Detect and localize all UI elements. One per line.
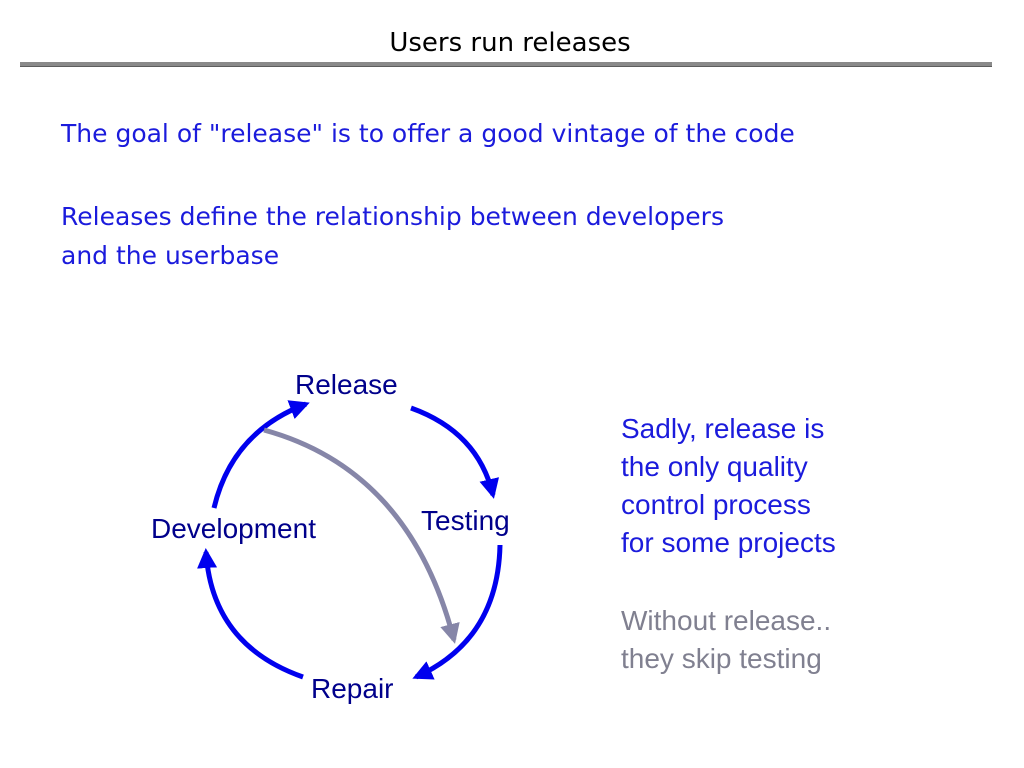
- bullet-relationship-line1: Releases define the relationship between…: [61, 202, 724, 231]
- cycle-label-development: Development: [151, 513, 316, 544]
- arrow-release-to-testing: [410, 405, 500, 499]
- side-note-line4: for some projects: [621, 527, 836, 558]
- side-aside-line1: Without release..: [621, 605, 832, 636]
- slide-title: Users run releases: [389, 28, 631, 58]
- arrow-repair-to-development: [197, 548, 304, 680]
- side-note-line1: Sadly, release is: [621, 413, 825, 444]
- cycle-label-repair: Repair: [311, 673, 394, 704]
- bullet-goal: The goal of "release" is to offer a good…: [61, 114, 795, 153]
- side-aside-line2: they skip testing: [621, 643, 822, 674]
- cycle-label-release: Release: [295, 369, 398, 400]
- side-note-line3: control process: [621, 489, 811, 520]
- title-divider: [20, 62, 992, 67]
- side-note: Sadly, release is the only quality contr…: [621, 410, 836, 562]
- arrow-testing-to-repair: [412, 544, 503, 680]
- side-note-line2: the only quality: [621, 451, 808, 482]
- bullet-relationship: Releases define the relationship between…: [61, 197, 724, 275]
- arrow-development-to-release: [211, 400, 310, 509]
- side-aside: Without release.. they skip testing: [621, 602, 831, 678]
- arrow-skip-testing: [263, 427, 460, 644]
- bullet-relationship-line2: and the userbase: [61, 241, 280, 270]
- bullet-goal-text: The goal of "release" is to offer a good…: [61, 119, 795, 148]
- cycle-label-testing: Testing: [421, 505, 510, 536]
